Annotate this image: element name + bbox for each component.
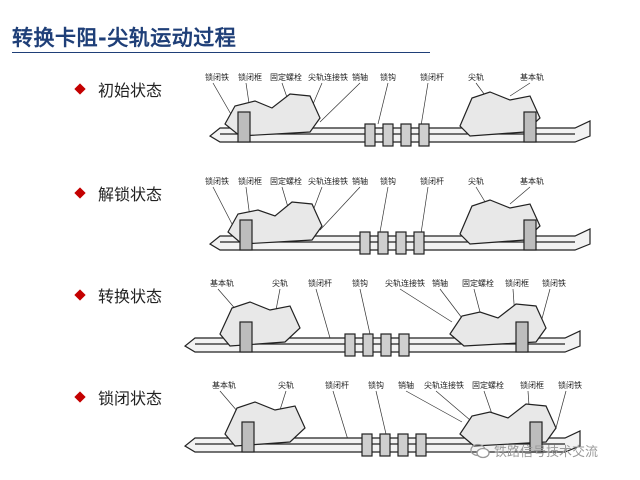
label-switch-rail: 尖轨: [278, 380, 294, 390]
state-row-2: 解锁状态: [74, 182, 163, 204]
label-lock-hook: 锁钩: [380, 176, 396, 186]
label-switch-rail: 尖轨: [468, 72, 484, 82]
label-fixing-bolt: 固定螺栓: [472, 380, 504, 390]
diagram-locked-state: 基本轨 尖轨 锁闭杆 锁钩 销轴 尖轨连接铁 固定螺栓 锁闭框 锁闭铁: [183, 380, 582, 457]
label-switch-rail: 尖轨: [468, 176, 484, 186]
label-stock-rail: 基本轨: [520, 176, 544, 186]
state-row-3: 转换状态: [74, 284, 163, 306]
label-lock-iron: 锁闭铁: [558, 380, 582, 390]
state-label: 锁闭状态: [98, 389, 163, 408]
watermark: 铁路信号技术交流: [470, 441, 598, 460]
label-lock-frame: 锁闭框: [520, 380, 544, 390]
diagram-labels: 基本轨 尖轨 锁闭杆 锁钩 销轴 尖轨连接铁 固定螺栓 锁闭框 锁闭铁: [212, 380, 582, 390]
mechanism-drawing: [183, 301, 581, 357]
mechanism-drawing: [208, 199, 591, 255]
label-lock-hook: 锁钩: [380, 72, 396, 82]
label-pin-shaft: 销轴: [352, 72, 368, 82]
label-stock-rail: 基本轨: [210, 278, 234, 288]
label-lock-rod: 锁闭杆: [420, 176, 444, 186]
page-title: 转换卡阻-尖轨运动过程: [12, 26, 237, 50]
label-stock-rail: 基本轨: [520, 72, 544, 82]
leader-lines: [212, 82, 531, 133]
label-rail-connector: 尖轨连接铁: [385, 278, 425, 288]
state-row-1: 初始状态: [74, 78, 163, 100]
label-pin-shaft: 销轴: [352, 176, 368, 186]
mechanism-drawing: [208, 91, 591, 147]
mechanism-drawing: [183, 401, 581, 457]
label-lock-rod: 锁闭杆: [325, 380, 349, 390]
state-label: 初始状态: [98, 81, 163, 100]
label-fixing-bolt: 固定螺栓: [462, 278, 494, 288]
diagram-unlocked-state: 锁闭铁 锁闭框 固定螺栓 尖轨连接铁 销轴 锁钩 锁闭杆 尖轨 基本轨: [205, 176, 591, 255]
diagram-labels: 基本轨 尖轨 锁闭杆 锁钩 尖轨连接铁 销轴 固定螺栓 锁闭框 锁闭铁: [210, 278, 566, 288]
label-lock-iron: 锁闭铁: [542, 278, 566, 288]
label-lock-iron: 锁闭铁: [205, 72, 229, 82]
bullet-diamond-icon: [74, 187, 86, 199]
label-lock-rod: 锁闭杆: [308, 278, 332, 288]
state-row-4: 锁闭状态: [74, 386, 163, 408]
label-fixing-bolt: 固定螺栓: [270, 72, 302, 82]
label-switch-rail: 尖轨: [272, 278, 288, 288]
leader-lines: [217, 288, 551, 339]
watermark-text: 铁路信号技术交流: [494, 445, 599, 460]
diagram-transition-state: 基本轨 尖轨 锁闭杆 锁钩 尖轨连接铁 销轴 固定螺栓 锁闭框 锁闭铁: [183, 278, 581, 357]
label-rail-connector: 尖轨连接铁: [424, 380, 464, 390]
state-label: 转换状态: [98, 287, 163, 306]
bullet-diamond-icon: [74, 391, 86, 403]
bullet-diamond-icon: [74, 289, 86, 301]
label-rail-connector: 尖轨连接铁: [308, 72, 348, 82]
label-lock-rod: 锁闭杆: [420, 72, 444, 82]
bullet-diamond-icon: [74, 83, 86, 95]
label-pin-shaft: 销轴: [398, 380, 414, 390]
diagram-labels: 锁闭铁 锁闭框 固定螺栓 尖轨连接铁 销轴 锁钩 锁闭杆 尖轨 基本轨: [205, 72, 544, 82]
label-lock-hook: 锁钩: [352, 278, 368, 288]
label-lock-frame: 锁闭框: [238, 72, 262, 82]
label-lock-iron: 锁闭铁: [205, 176, 229, 186]
label-stock-rail: 基本轨: [212, 380, 236, 390]
state-label: 解锁状态: [98, 185, 163, 204]
diagram-labels: 锁闭铁 锁闭框 固定螺栓 尖轨连接铁 销轴 锁钩 锁闭杆 尖轨 基本轨: [205, 176, 544, 186]
label-pin-shaft: 销轴: [432, 278, 448, 288]
label-lock-frame: 锁闭框: [238, 176, 262, 186]
diagram-initial-state: 锁闭铁 锁闭框 固定螺栓 尖轨连接铁 销轴 锁钩 锁闭杆 尖轨 基本轨: [205, 72, 591, 147]
label-lock-hook: 锁钩: [368, 380, 384, 390]
label-lock-frame: 锁闭框: [505, 278, 529, 288]
title-underline: [12, 52, 430, 53]
wechat-icon: [470, 443, 490, 459]
label-fixing-bolt: 固定螺栓: [270, 176, 302, 186]
label-rail-connector: 尖轨连接铁: [308, 176, 348, 186]
